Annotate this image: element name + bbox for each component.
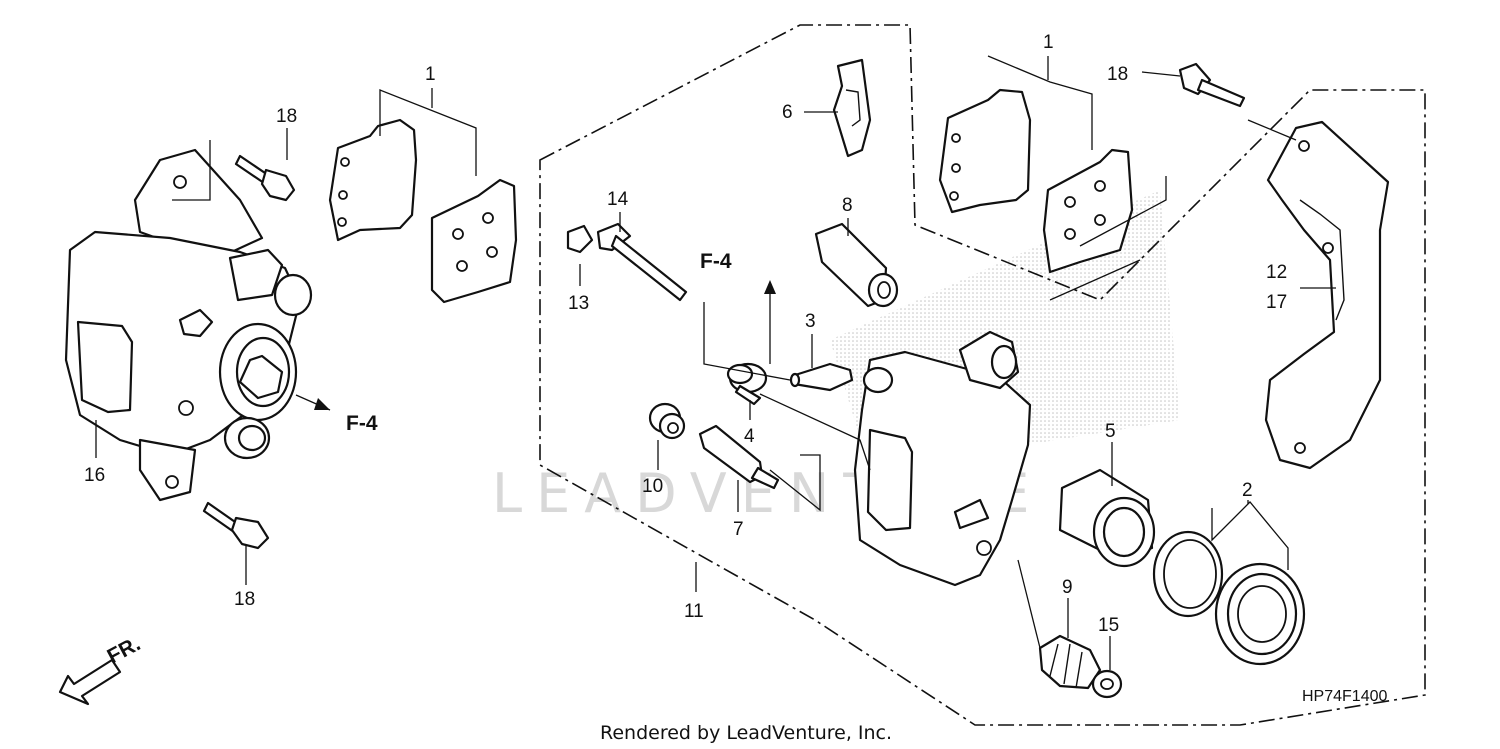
boot-10: [648, 402, 686, 440]
slide-pin-14: [596, 222, 688, 302]
bolt-18-top-left: [234, 154, 296, 202]
callout-13: 13: [568, 293, 589, 314]
callout-18-bottom-left: 18: [234, 589, 255, 610]
callout-9: 9: [1062, 577, 1073, 598]
callout-3: 3: [805, 311, 816, 332]
brake-pad-right-front: [938, 88, 1032, 214]
callout-7: 7: [733, 519, 744, 540]
callout-5: 5: [1105, 421, 1116, 442]
reference-f4-left: F-4: [346, 412, 378, 435]
callout-4: 4: [744, 426, 755, 447]
caliper-body-left: [64, 148, 313, 502]
callout-2: 2: [1242, 480, 1253, 501]
reference-arrow-left: [314, 398, 330, 410]
reference-f4-center: F-4: [700, 250, 732, 273]
pad-spring-6: [832, 58, 872, 158]
callout-labels: 1 1 2 3 4 5 6 7 8 9 10 11 12 13 14 15 16…: [84, 32, 1287, 636]
bleeder-screw-3: [789, 362, 854, 392]
slide-pin-7: [698, 424, 780, 490]
callout-6: 6: [782, 102, 793, 123]
brake-pad-left-rear: [430, 178, 518, 304]
plug-13: [566, 224, 594, 254]
callout-16: 16: [84, 465, 105, 486]
bolt-4: [726, 362, 768, 406]
render-credit: Rendered by LeadVenture, Inc.: [600, 722, 892, 744]
callout-12: 12: [1266, 262, 1287, 283]
callout-11: 11: [684, 601, 704, 622]
caliper-body-center: [853, 330, 1032, 587]
washer-15: [1091, 669, 1123, 699]
bolt-18-bottom-left: [202, 501, 270, 550]
callout-18-top-left: 18: [276, 106, 297, 127]
callout-8: 8: [842, 195, 853, 216]
callout-15: 15: [1098, 615, 1119, 636]
reference-arrow-center: [764, 280, 776, 364]
boot-9: [1038, 634, 1102, 690]
callout-18-top-right: 18: [1107, 64, 1128, 85]
callout-14: 14: [607, 189, 629, 210]
brake-pad-right-rear: [1042, 148, 1134, 274]
bolt-18-top-right: [1178, 62, 1246, 108]
diagram-code: HP74F1400: [1302, 688, 1387, 705]
piston-5: [1058, 468, 1156, 568]
caliper-bracket-12: [1264, 120, 1390, 470]
callout-1-left: 1: [425, 64, 436, 85]
dust-seal-2: [1214, 562, 1306, 666]
brake-pad-left-front: [328, 118, 418, 242]
callout-10: 10: [642, 476, 663, 497]
callout-17: 17: [1266, 292, 1287, 313]
callout-1-right: 1: [1043, 32, 1054, 53]
leader-lines-right: [579, 55, 1336, 670]
front-direction-arrow: FR.: [58, 632, 144, 706]
sleeve-8: [814, 222, 899, 308]
piston-seal-2: [1152, 530, 1224, 618]
